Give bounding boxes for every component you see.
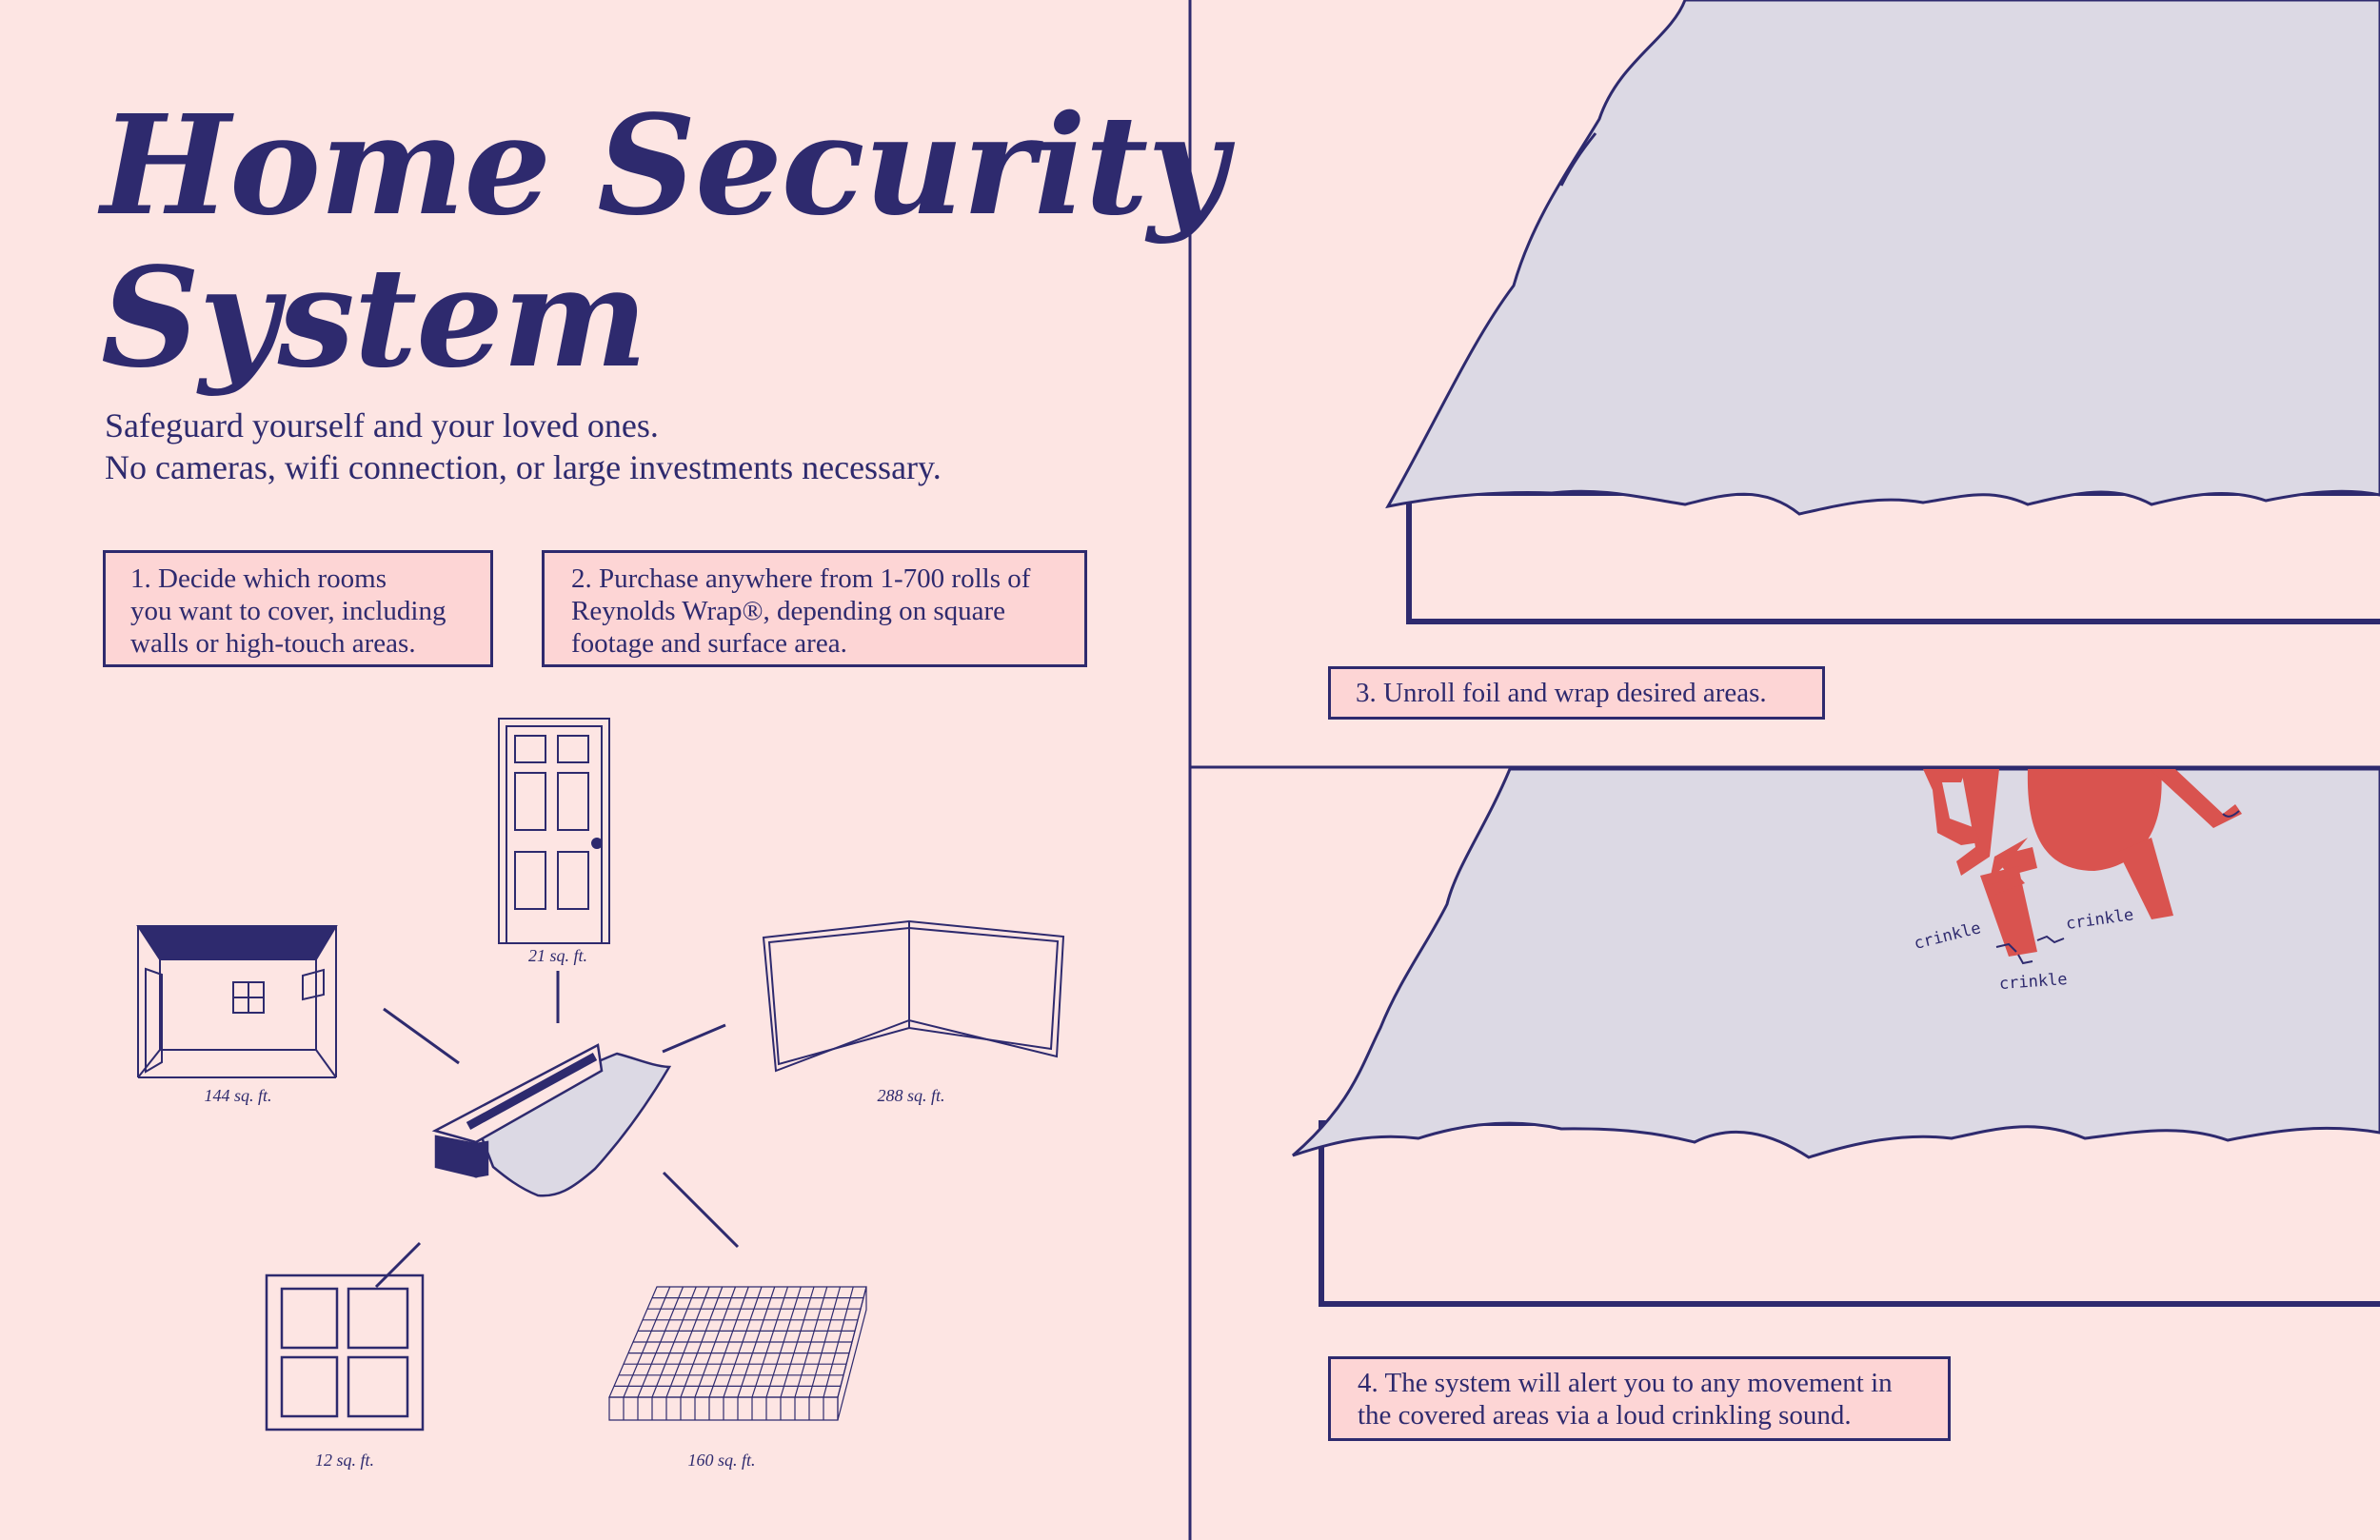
floor-area-label: 160 sq. ft.: [687, 1451, 756, 1470]
title-line-2: System: [101, 237, 647, 398]
window-illustration: [265, 1273, 425, 1431]
subtitle-line-1: Safeguard yourself and your loved ones.: [105, 406, 659, 444]
crinkle-text-3: crinkle: [1998, 970, 2068, 994]
step-2-line-3: footage and surface area.: [571, 628, 847, 659]
step-1-line-2: you want to cover, including: [130, 596, 446, 626]
step-1-line-1: 1. Decide which rooms: [130, 563, 387, 594]
step-2-line-1: 2. Purchase anywhere from 1-700 rolls of: [571, 563, 1031, 594]
step-2-line-2: Reynolds Wrap®, depending on square: [571, 596, 1006, 626]
page-title: Home Security System: [101, 85, 1227, 398]
intruder-figure: [1923, 769, 2242, 957]
foil-sheet-bottom: [1292, 767, 2380, 1159]
step-1-line-3: walls or high-touch areas.: [130, 628, 416, 659]
title-line-1: Home Security: [101, 85, 1227, 246]
connector-lines: [374, 971, 740, 1289]
step-4-box: 4. The system will alert you to any move…: [1328, 1356, 1951, 1441]
door-illustration: [498, 718, 610, 944]
foil-roll-illustration: [431, 1043, 672, 1197]
step-2-box: 2. Purchase anywhere from 1-700 rolls of…: [542, 550, 1087, 667]
crinkle-marks: [1995, 935, 2065, 965]
wrapped-box-bottom: crinkle crinkle crinkle: [1292, 767, 2380, 1307]
subtitle: Safeguard yourself and your loved ones. …: [105, 405, 942, 488]
foil-sheet-top: [1385, 0, 2380, 516]
step-4-line-2: the covered areas via a loud crinkling s…: [1358, 1400, 1852, 1431]
subtitle-line-2: No cameras, wifi connection, or large in…: [105, 448, 942, 486]
room-area-label: 144 sq. ft.: [204, 1086, 272, 1105]
floor-illustration: [608, 1286, 867, 1421]
step-3-box: 3. Unroll foil and wrap desired areas.: [1328, 666, 1825, 720]
wall-illustration: [762, 919, 1065, 1073]
room-illustration: [136, 925, 338, 1078]
window-area-label: 12 sq. ft.: [314, 1451, 375, 1470]
step-3-line-1: 3. Unroll foil and wrap desired areas.: [1356, 678, 1767, 708]
step-1-box: 1. Decide which rooms you want to cover,…: [103, 550, 493, 667]
wrapped-box-top: [1385, 0, 2380, 624]
wall-area-label: 288 sq. ft.: [877, 1086, 945, 1105]
step-4-line-1: 4. The system will alert you to any move…: [1358, 1368, 1893, 1398]
door-area-label: 21 sq. ft.: [527, 946, 588, 965]
